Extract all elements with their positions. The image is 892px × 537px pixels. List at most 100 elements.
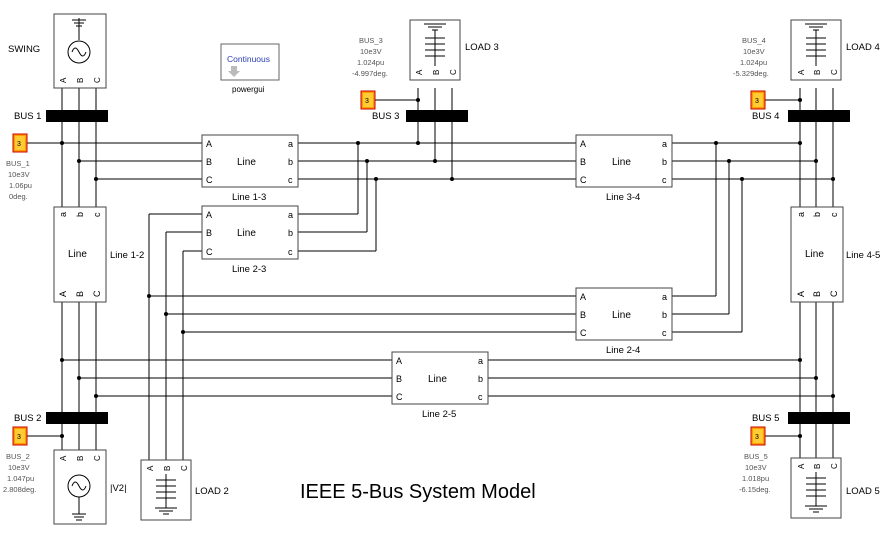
v2-source-block[interactable]: A B C <box>53 449 107 525</box>
bus-3-bar[interactable] <box>406 110 468 122</box>
line-2-3-block[interactable]: A B C a b c Line <box>201 205 299 260</box>
svg-text:B: B <box>75 291 85 297</box>
svg-text:c: c <box>829 212 839 217</box>
svg-text:A: A <box>396 356 402 366</box>
svg-text:a: a <box>662 139 667 149</box>
load-3-block[interactable]: A B C <box>409 19 461 81</box>
svg-text:C: C <box>830 463 839 469</box>
svg-text:A: A <box>206 139 212 149</box>
svg-text:a: a <box>662 292 667 302</box>
svg-text:b: b <box>75 212 85 217</box>
bus-1-display[interactable]: 3 <box>12 133 28 153</box>
svg-text:A: A <box>58 291 68 297</box>
svg-text:b: b <box>288 157 293 167</box>
bus-2-readout: BUS_2 10e3V 1.047pu 2.808deg. <box>3 452 36 494</box>
svg-text:Line: Line <box>428 374 447 385</box>
bus-3-readout: BUS_3 10e3V 1.024pu -4.997deg. <box>352 36 388 78</box>
svg-text:3: 3 <box>755 434 759 441</box>
svg-text:B: B <box>580 157 586 167</box>
svg-text:BUS_1: BUS_1 <box>6 159 30 168</box>
svg-text:A: A <box>580 292 586 302</box>
svg-text:BUS_4: BUS_4 <box>742 36 766 45</box>
svg-text:c: c <box>92 212 102 217</box>
svg-text:B: B <box>206 157 212 167</box>
bus-1-bar[interactable] <box>46 110 108 122</box>
svg-text:-5.329deg.: -5.329deg. <box>733 69 769 78</box>
bus-1-label: BUS 1 <box>14 111 41 122</box>
svg-text:A: A <box>797 69 806 75</box>
svg-text:C: C <box>92 290 102 297</box>
powergui-block[interactable]: Continuous <box>220 43 280 81</box>
svg-text:1.06pu: 1.06pu <box>9 181 32 190</box>
svg-text:C: C <box>206 175 213 185</box>
line-1-2-label: Line 1-2 <box>110 250 144 261</box>
svg-text:10e3V: 10e3V <box>8 463 30 472</box>
svg-text:Line: Line <box>612 157 631 168</box>
svg-text:A: A <box>797 463 806 469</box>
swing-source-block[interactable]: A B C <box>53 13 107 89</box>
bus-2-label: BUS 2 <box>14 413 41 424</box>
line-1-2-block[interactable]: a b c A B C Line <box>53 206 107 303</box>
svg-text:BUS_5: BUS_5 <box>744 452 768 461</box>
svg-text:b: b <box>812 212 822 217</box>
line-3-4-block[interactable]: A B C a b c Line <box>575 134 673 188</box>
svg-text:B: B <box>76 456 85 461</box>
bus-5-display[interactable]: 3 <box>750 426 766 446</box>
svg-text:c: c <box>288 247 293 257</box>
svg-text:Line: Line <box>68 249 87 260</box>
bus-2-display[interactable]: 3 <box>12 426 28 446</box>
svg-text:c: c <box>478 392 483 402</box>
svg-text:a: a <box>478 356 483 366</box>
svg-text:b: b <box>478 374 483 384</box>
line-2-5-block[interactable]: A B C a b c Line <box>391 351 489 405</box>
svg-text:b: b <box>288 228 293 238</box>
svg-text:10e3V: 10e3V <box>743 47 765 56</box>
load-5-block[interactable]: A B C <box>790 457 842 519</box>
svg-text:B: B <box>206 228 212 238</box>
line-3-4-label: Line 3-4 <box>606 192 640 203</box>
svg-text:C: C <box>93 455 102 461</box>
svg-text:10e3V: 10e3V <box>745 463 767 472</box>
svg-text:b: b <box>662 310 667 320</box>
bus-5-bar[interactable] <box>788 412 850 424</box>
svg-text:a: a <box>288 210 293 220</box>
bus-3-label: BUS 3 <box>372 111 399 122</box>
bus-4-display[interactable]: 3 <box>750 90 766 110</box>
svg-text:Line: Line <box>805 249 824 260</box>
svg-text:B: B <box>396 374 402 384</box>
line-4-5-block[interactable]: a b c A B C Line <box>790 206 844 303</box>
svg-text:a: a <box>796 212 806 217</box>
line-1-3-block[interactable]: A B C a b c Line <box>201 134 299 188</box>
svg-text:B: B <box>76 78 85 83</box>
diagram-title: IEEE 5-Bus System Model <box>300 481 536 503</box>
svg-text:-6.15deg.: -6.15deg. <box>739 485 771 494</box>
svg-text:A: A <box>796 291 806 297</box>
svg-text:C: C <box>396 392 403 402</box>
load-3-label: LOAD 3 <box>465 42 499 53</box>
svg-text:c: c <box>288 175 293 185</box>
line-4-5-label: Line 4-5 <box>846 250 880 261</box>
load-4-block[interactable]: A B C <box>790 19 842 81</box>
svg-text:C: C <box>449 69 458 75</box>
svg-text:A: A <box>59 77 68 83</box>
svg-text:A: A <box>146 465 155 471</box>
svg-text:1.018pu: 1.018pu <box>742 474 769 483</box>
bus-3-display[interactable]: 3 <box>360 90 376 110</box>
bus-5-label: BUS 5 <box>752 413 779 424</box>
line-1-3-label: Line 1-3 <box>232 192 266 203</box>
line-2-4-block[interactable]: A B C a b c Line <box>575 287 673 341</box>
junctions <box>60 98 835 438</box>
svg-text:Line: Line <box>237 228 256 239</box>
svg-text:C: C <box>206 247 213 257</box>
load-5-label: LOAD 5 <box>846 486 880 497</box>
svg-text:3: 3 <box>17 141 21 148</box>
svg-text:C: C <box>829 290 839 297</box>
svg-text:3: 3 <box>365 98 369 105</box>
svg-text:C: C <box>180 465 189 471</box>
load-2-block[interactable]: A B C <box>140 459 192 521</box>
svg-text:Line: Line <box>237 157 256 168</box>
bus-2-bar[interactable] <box>46 412 108 424</box>
powergui-mode: Continuous <box>227 54 270 64</box>
bus-4-bar[interactable] <box>788 110 850 122</box>
svg-text:1.024pu: 1.024pu <box>740 58 767 67</box>
